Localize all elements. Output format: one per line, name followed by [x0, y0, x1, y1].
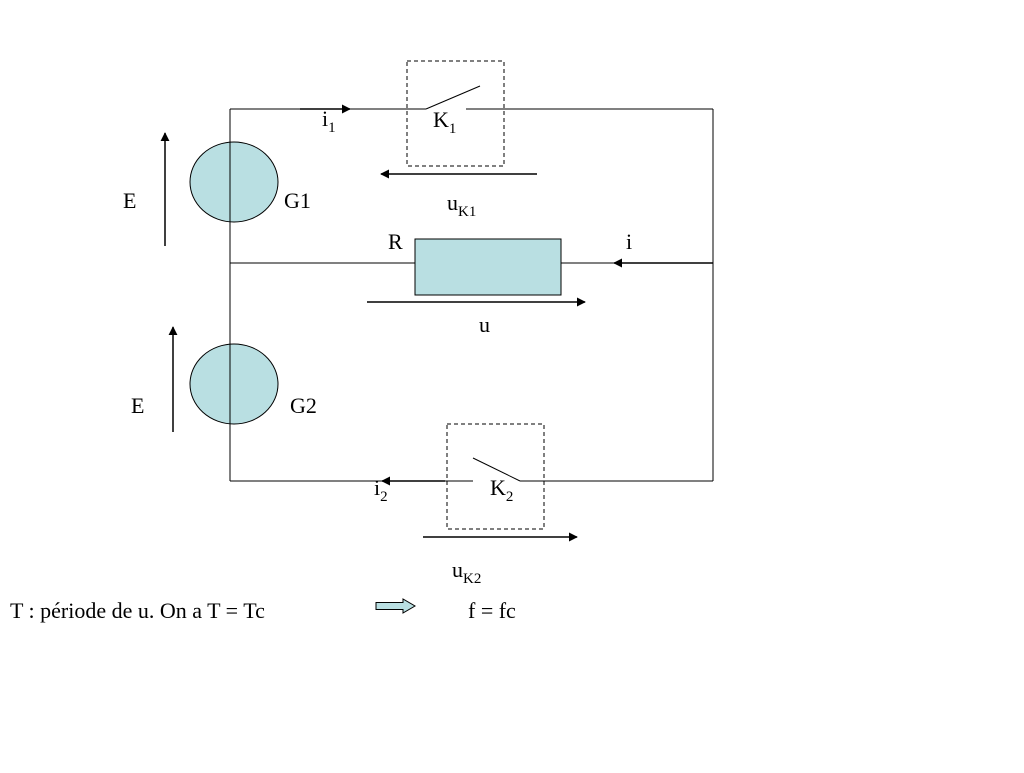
- voltage-k2-main: u: [452, 557, 463, 582]
- voltage-k1-sub: K1: [458, 204, 476, 220]
- switch-2-box: [446, 423, 545, 530]
- current-2-label: i2: [374, 475, 388, 505]
- switch-2-label: K2: [490, 475, 513, 505]
- switch-2-blade: [472, 457, 521, 482]
- voltage-k1-label: uK1: [447, 190, 476, 220]
- current-2-main: i: [374, 475, 380, 500]
- voltage-k1-main: u: [447, 190, 458, 215]
- load-voltage-label: u: [479, 312, 490, 337]
- voltage-k2-label: uK2: [452, 557, 481, 587]
- generator-2: [189, 343, 279, 425]
- resistor-label: R: [388, 229, 403, 254]
- switch-1-box: [406, 60, 505, 167]
- switch-1-main: K: [433, 107, 449, 132]
- emf-1-label: E: [123, 188, 136, 213]
- switch-2-main: K: [490, 475, 506, 500]
- voltage-k2-sub: K2: [463, 571, 481, 587]
- current-2-sub: 2: [380, 489, 388, 505]
- generator-1-label: G1: [284, 188, 311, 213]
- switch-1-sub: 1: [449, 121, 457, 137]
- implies-arrow-icon: [375, 598, 416, 614]
- current-1-label: i1: [322, 106, 336, 136]
- caption-right: f = fc: [468, 598, 516, 623]
- generator-1: [189, 141, 279, 223]
- caption-left: T : période de u. On a T = Tc: [10, 598, 265, 623]
- current-1-sub: 1: [328, 120, 336, 136]
- generator-2-label: G2: [290, 393, 317, 418]
- switch-2-sub: 2: [506, 489, 514, 505]
- resistor: [414, 238, 562, 296]
- current-1-main: i: [322, 106, 328, 131]
- switch-1-blade: [425, 85, 481, 110]
- emf-2-label: E: [131, 393, 144, 418]
- switch-1-label: K1: [433, 107, 456, 137]
- load-current-label: i: [626, 229, 632, 254]
